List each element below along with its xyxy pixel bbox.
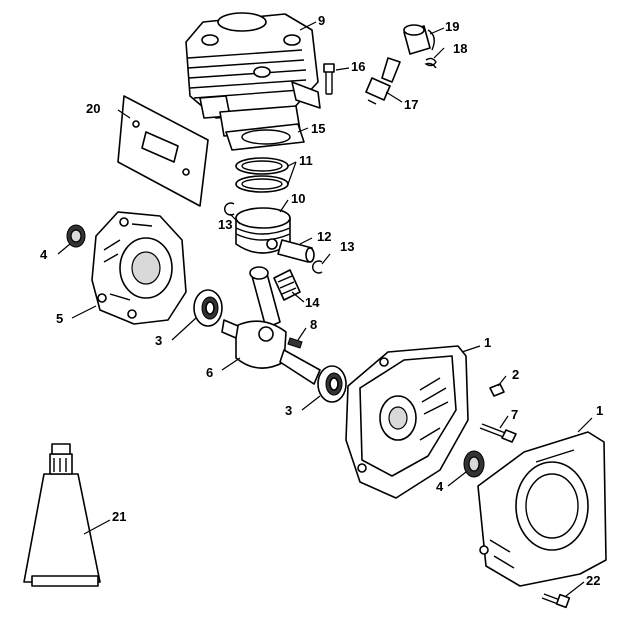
callout-3-lower: 3 xyxy=(285,403,293,418)
callout-19: 19 xyxy=(445,19,460,34)
leader-lines xyxy=(57,21,593,597)
callout-9: 9 xyxy=(318,13,326,28)
part-circlip-right xyxy=(312,260,323,274)
callout-13-left: 13 xyxy=(218,217,233,232)
part-fan-housing xyxy=(477,431,607,587)
callout-21: 21 xyxy=(112,509,127,524)
part-crankcase-left xyxy=(91,211,187,325)
part-screw-22 xyxy=(541,593,571,609)
part-cylinder-gasket xyxy=(225,123,305,151)
part-screw-7 xyxy=(479,423,517,443)
part-crankshaft xyxy=(221,266,321,385)
part-spring xyxy=(424,57,437,69)
callout-7: 7 xyxy=(511,407,519,422)
part-cylinder xyxy=(185,12,321,137)
callout-5: 5 xyxy=(56,311,64,326)
part-piston xyxy=(235,207,291,254)
callout-14: 14 xyxy=(305,295,320,310)
callout-8: 8 xyxy=(310,317,318,332)
part-bearing-upper xyxy=(193,289,223,327)
callout-1-middle: 1 xyxy=(484,335,492,350)
callout-12: 12 xyxy=(317,229,332,244)
part-circlip-left xyxy=(224,202,235,216)
callout-20: 20 xyxy=(86,101,101,116)
callout-1-right: 1 xyxy=(596,403,604,418)
part-piston-pin xyxy=(277,239,315,263)
callout-6: 6 xyxy=(206,365,214,380)
part-intake-gasket xyxy=(117,95,209,207)
callout-18: 18 xyxy=(453,41,468,56)
callout-17: 17 xyxy=(404,97,419,112)
part-plug-2 xyxy=(489,383,505,397)
part-crankcase-right xyxy=(345,345,469,499)
callout-11: 11 xyxy=(299,153,313,168)
part-piston-rings xyxy=(235,157,289,193)
part-grease-tube xyxy=(23,443,101,587)
part-oil-seal-left xyxy=(66,224,86,248)
part-bearing-lower xyxy=(317,365,347,403)
part-screw-16 xyxy=(323,63,335,95)
callout-15: 15 xyxy=(311,121,326,136)
part-oil-seal-right xyxy=(463,450,485,478)
callout-13-right: 13 xyxy=(340,239,355,254)
callout-16: 16 xyxy=(351,59,366,74)
callout-3-upper: 3 xyxy=(155,333,163,348)
part-spark-plug xyxy=(365,57,401,105)
callout-4-left: 4 xyxy=(40,247,48,262)
callout-22: 22 xyxy=(586,573,601,588)
part-plug-boot xyxy=(403,24,435,55)
callout-4-right: 4 xyxy=(436,479,444,494)
part-key xyxy=(287,337,303,349)
callout-2: 2 xyxy=(512,367,520,382)
callout-10: 10 xyxy=(291,191,306,206)
